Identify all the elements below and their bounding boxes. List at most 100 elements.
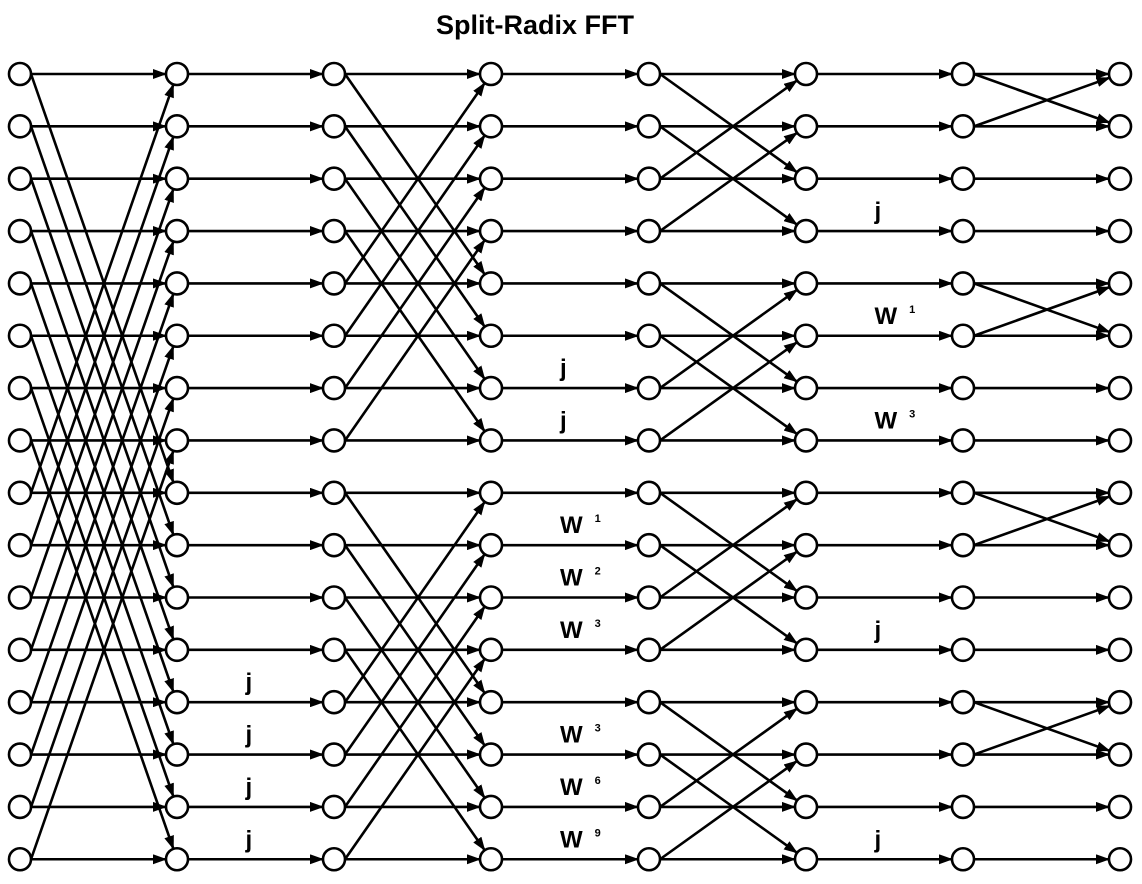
butterfly-edge — [29, 397, 175, 808]
signal-node — [478, 61, 504, 87]
signal-node — [321, 532, 347, 558]
twiddle-label: j — [559, 407, 567, 434]
butterfly-edge — [659, 334, 798, 436]
butterfly-edge — [343, 596, 486, 799]
butterfly-edge — [659, 491, 798, 593]
butterfly-edge — [343, 553, 486, 756]
twiddle-base: j — [245, 669, 253, 696]
signal-node — [950, 532, 976, 558]
signal-node — [636, 532, 662, 558]
signal-node — [7, 846, 33, 872]
signal-node — [636, 166, 662, 191]
signal-node — [950, 480, 976, 506]
signal-node — [7, 428, 33, 453]
butterfly-edge — [659, 701, 798, 802]
twiddle-exponent: 1 — [595, 513, 601, 525]
signal-node — [321, 846, 347, 872]
butterfly-edge — [973, 76, 1111, 128]
signal-node — [636, 846, 662, 872]
butterfly-edge — [29, 449, 175, 860]
signal-node — [950, 689, 976, 715]
signal-node — [636, 794, 662, 820]
signal-node — [7, 532, 33, 558]
signal-node — [793, 532, 819, 558]
signal-nodes — [7, 61, 1133, 872]
signal-node — [1107, 114, 1133, 139]
signal-node — [1107, 428, 1133, 453]
butterfly-edge — [343, 186, 486, 389]
signal-node — [793, 218, 819, 244]
signal-node — [1107, 480, 1133, 506]
signal-node — [7, 114, 33, 139]
butterfly-edge — [973, 282, 1111, 334]
butterfly-edge — [973, 700, 1111, 753]
butterfly-edge — [659, 707, 798, 808]
signal-node — [636, 637, 662, 663]
signal-node — [478, 585, 504, 610]
signal-node — [321, 271, 347, 296]
signal-node — [7, 585, 33, 610]
signal-node — [1107, 637, 1133, 663]
signal-node — [7, 794, 33, 820]
signal-node — [164, 428, 190, 453]
diagram-title: Split-Radix FFT — [436, 10, 634, 40]
butterfly-edge — [973, 491, 1111, 543]
signal-node — [164, 846, 190, 872]
twiddle-base: j — [874, 198, 882, 225]
butterfly-edge — [659, 759, 798, 861]
signal-node — [950, 375, 976, 401]
signal-node — [164, 480, 190, 506]
signal-node — [321, 323, 347, 349]
signal-node — [950, 61, 976, 87]
signal-node — [478, 689, 504, 715]
signal-node — [478, 846, 504, 872]
signal-node — [793, 61, 819, 87]
butterfly-edge — [29, 125, 175, 536]
butterfly-edge — [973, 704, 1111, 756]
signal-node — [478, 271, 504, 296]
butterfly-edge — [659, 125, 798, 226]
signal-node — [950, 742, 976, 767]
signal-node — [164, 218, 190, 244]
signal-node — [950, 323, 976, 349]
butterfly-edge — [29, 440, 175, 850]
twiddle-base: j — [559, 407, 567, 434]
signal-node — [1107, 166, 1133, 191]
signal-node — [478, 375, 504, 401]
twiddle-base: j — [245, 774, 253, 801]
butterfly-edges — [29, 69, 1111, 865]
signal-node — [793, 428, 819, 453]
signal-node — [321, 794, 347, 820]
twiddle-label: j — [245, 722, 253, 749]
butterfly-edge — [659, 544, 798, 645]
twiddle-base: j — [559, 355, 567, 382]
signal-node — [164, 166, 190, 191]
signal-node — [1107, 689, 1133, 715]
twiddle-base: j — [245, 722, 253, 749]
signal-node — [950, 218, 976, 244]
butterfly-edge — [343, 125, 486, 328]
butterfly-edge — [29, 73, 175, 484]
signal-node — [478, 480, 504, 506]
signal-node — [478, 114, 504, 139]
signal-node — [950, 585, 976, 610]
twiddle-exponent: 2 — [595, 566, 601, 578]
signal-node — [950, 846, 976, 872]
signal-node — [321, 166, 347, 191]
signal-node — [164, 114, 190, 139]
twiddle-base: W — [560, 565, 583, 592]
twiddle-label: j — [874, 617, 882, 644]
butterfly-edge — [343, 658, 486, 860]
butterfly-edge — [343, 82, 486, 285]
butterfly-edge — [343, 230, 486, 433]
butterfly-edge — [29, 335, 175, 746]
butterfly-edge — [343, 605, 486, 808]
signal-node — [7, 61, 33, 87]
butterfly-edge — [659, 72, 798, 174]
twiddle-exponent: 3 — [595, 723, 601, 735]
